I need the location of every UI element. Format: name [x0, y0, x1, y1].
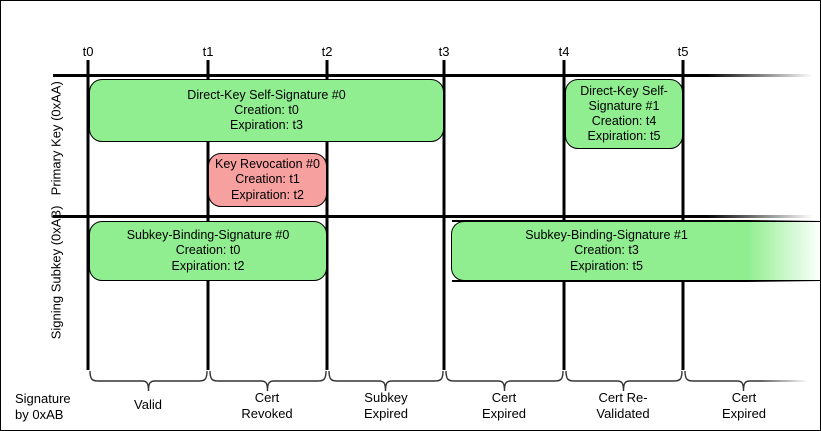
tick-label-t0: t0 [82, 44, 94, 59]
row-label-primary-key-line2: (0xAA) [48, 81, 64, 121]
signature-box-key-revocation-0[interactable]: Key Revocation #0 Creation: t1 Expiratio… [208, 153, 327, 207]
tick-label-t1: t1 [202, 44, 214, 59]
brace-cert-revalidated [565, 370, 683, 392]
signature-box-title-line1: Direct-Key Self- [580, 83, 668, 98]
signature-box-subkey-binding-signature-1[interactable]: Subkey-Binding-Signature #1 Creation: t3… [451, 220, 820, 282]
brace-cert-expired-2 [684, 370, 808, 392]
signature-box-direct-key-self-signature-1[interactable]: Direct-Key Self- Signature #1 Creation: … [565, 79, 683, 149]
brace-cert-expired-1 [445, 370, 564, 392]
tick-label-t4: t4 [558, 44, 570, 59]
signing-subkey-timeline-axis [53, 215, 813, 218]
legend-period-label-cert-expired-2: Cert Expired [722, 390, 766, 421]
legend-period-cert-expired-2-line1: Cert [731, 390, 757, 405]
legend-period-label-cert-revoked: Cert Revoked [241, 390, 292, 421]
legend-period-subkey-expired-line2: Expired [363, 405, 409, 421]
signature-box-creation: Creation: t1 [235, 172, 300, 187]
brace-cert-revoked [209, 370, 327, 392]
legend-period-cert-revalidated-line1: Cert Re- [598, 390, 648, 405]
signature-box-title: Subkey-Binding-Signature #0 [126, 228, 290, 243]
legend-period-cert-revoked-line2: Revoked [241, 405, 293, 421]
signature-box-title: Subkey-Binding-Signature #1 [525, 228, 688, 243]
tick-label-t5: t5 [677, 44, 689, 59]
tick-label-t3: t3 [438, 44, 450, 59]
legend-title-line1: Signature [15, 391, 71, 406]
legend-period-cert-revoked-line1: Cert [254, 390, 280, 405]
legend-title-line2: by 0xAB [15, 406, 64, 422]
legend-period-label-valid: Valid [134, 397, 162, 413]
signature-box-title: Key Revocation #0 [215, 157, 320, 172]
signature-box-title: Direct-Key Self-Signature #0 [187, 87, 346, 102]
signature-box-subkey-binding-signature-0[interactable]: Subkey-Binding-Signature #0 Creation: t0… [89, 221, 327, 281]
signature-box-direct-key-self-signature-0[interactable]: Direct-Key Self-Signature #0 Creation: t… [89, 79, 444, 142]
primary-key-timeline-axis [53, 74, 813, 77]
legend-period-label-cert-revalidated: Cert Re- Validated [596, 390, 649, 421]
row-label-signing-subkey: Signing Subkey (0xAB) [48, 206, 65, 340]
row-label-signing-subkey-line1: Signing Subkey [48, 248, 64, 340]
legend-period-cert-revalidated-line2: Validated [596, 405, 650, 421]
signature-box-creation: Creation: t4 [591, 114, 657, 128]
legend-period-valid-line1: Valid [134, 397, 162, 412]
legend-period-label-subkey-expired: Subkey Expired [364, 390, 408, 421]
legend-period-cert-expired-2-line2: Expired [721, 405, 767, 421]
signature-box-creation: Creation: t3 [574, 243, 639, 258]
signature-box-expiration: Expiration: t2 [231, 187, 304, 202]
signature-box-expiration: Expiration: t3 [230, 118, 303, 133]
row-label-signing-subkey-line2: (0xAB) [48, 205, 64, 246]
legend-period-cert-expired-1-line1: Cert [491, 390, 517, 405]
legend-period-cert-expired-1-line2: Expired [481, 405, 527, 421]
signature-box-expiration: Expiration: t5 [587, 129, 661, 144]
row-label-primary-key-line1: Primary Key [48, 124, 64, 196]
legend-period-subkey-expired-line1: Subkey [364, 390, 408, 405]
legend-title: Signature by 0xAB [15, 391, 71, 422]
row-label-primary-key: Primary Key (0xAA) [48, 78, 65, 198]
signature-box-creation: Creation: t0 [175, 243, 241, 258]
brace-valid [89, 370, 208, 392]
signature-box-expiration: Expiration: t5 [570, 258, 643, 273]
signature-box-creation: Creation: t0 [234, 102, 299, 117]
tick-label-t2: t2 [321, 44, 333, 59]
signature-box-title-line2: Signature #1 [588, 98, 660, 113]
legend-period-label-cert-expired-1: Cert Expired [482, 390, 526, 421]
signature-box-expiration: Expiration: t2 [171, 258, 245, 273]
brace-subkey-expired [328, 370, 444, 392]
